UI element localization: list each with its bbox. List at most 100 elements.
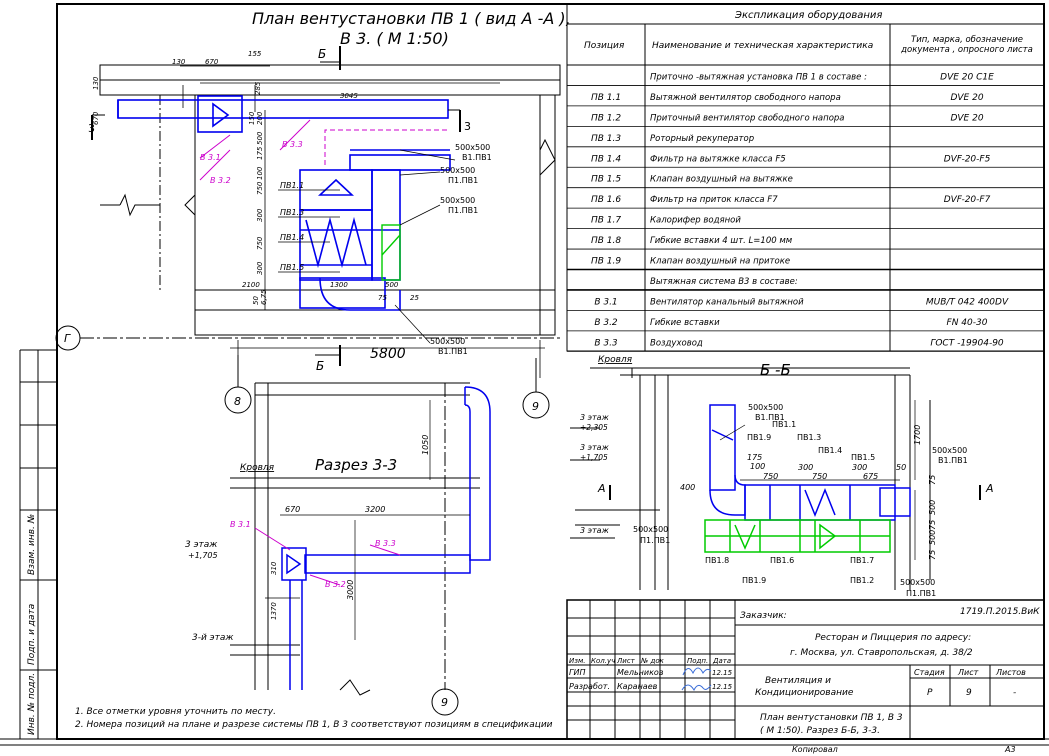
plan-dim-155: 155 [248,50,262,58]
plan-section-3-left: 3 [88,122,95,135]
bb-a2: А [985,482,994,495]
stamp-listov: Листов [995,668,1026,677]
plan-dim-285: 285 [254,81,262,95]
plan-title-1: План вентустановки ПВ 1 ( вид А -А ), [252,9,571,28]
stamp-code: 1719.П.2015.ВиК [960,607,1040,617]
plan-label-v31: В 3.1 [200,153,221,162]
s33-lev: +1,705 [188,551,218,560]
bb-c2b: В1.ПВ1 [938,456,968,465]
plan-dim-130: 130 [172,58,186,66]
stamp-object-2: г. Москва, ул. Ставропольская, д. 38/2 [790,648,973,658]
bb-pv19: ПВ1.9 [747,433,771,442]
signature-1 [682,667,712,676]
stamp-format: А3 [1004,745,1016,754]
bb-c3a: 500x500 [633,525,668,534]
bb-c2a: 500x500 [932,446,967,455]
plan-c3b: П1.ПВ1 [448,206,478,215]
expl-h-pos: Позиция [584,41,625,51]
plan-c3a: 500x500 [440,196,475,205]
sidebar-v1: Инв. № подл. [27,673,37,735]
plan-c2b: П1.ПВ1 [448,176,478,185]
stamp-section-1: Вентиляция и [765,676,831,686]
bb-d100: 100 [750,462,765,471]
expl-cell-pos: В 3.2 [594,318,618,328]
bb-pv19b: ПВ1.9 [742,576,766,585]
bb-d50: 50 [896,463,906,472]
stamp-h-izm: Изм. [569,657,585,665]
plan-section-b-bottom: Б [316,359,324,373]
bb-d75b: 75 [928,520,937,530]
expl-cell-name: Фильтр на вытяжке класса F5 [650,154,786,164]
expl-cell-name: Гибкие вставки [650,318,720,328]
plan-section-b-top: Б [318,47,326,61]
expl-cell-pos: ПВ 1.9 [591,257,621,267]
plan-dim-1300: 1300 [330,281,348,289]
expl-cell-type: DVF-20-F7 [944,195,991,205]
bb-pv18: ПВ1.8 [705,556,729,565]
stamp-sheet-2: ( М 1:50). Разрез Б-Б, 3-3. [760,726,880,736]
stamp-section-2: Кондиционирование [755,688,854,698]
stamp-h-kol: Кол.уч [591,657,615,665]
expl-cell-name: Калорифер водяной [650,216,741,226]
bb-pv15: ПВ1.5 [851,453,875,462]
note-1: 1. Все отметки уровня уточнить по месту. [75,707,276,717]
plan-label-pv11: ПВ1.1 [280,181,304,190]
bb-d75a: 75 [928,475,937,485]
plan-magenta [199,119,450,181]
expl-cell-name: Воздуховод [650,338,703,348]
plan-dim-670: 670 [205,58,219,66]
s33-d1370: 1370 [270,602,278,620]
expl-rows: Приточно -вытяжная установка ПВ 1 в сост… [567,72,1044,352]
expl-cell-name: Приточный вентилятор свободного напора [650,113,845,123]
plan-dim-750b: 750 [256,236,264,250]
s33-krovlya: Кровля [240,463,275,473]
plan-c1a: 500x500 [455,143,490,152]
s33-d670: 670 [285,505,300,514]
plan-duct [117,95,451,311]
stamp-object-1: Ресторан и Пиццерия по адресу: [815,633,971,643]
bb-d500: 500 [928,500,937,515]
bb-c3b: П1.ПВ1 [640,536,670,545]
stamp-stadia-v: Р [927,688,933,698]
plan-dim-300b: 300 [256,261,264,275]
plan-label-v33: В 3.3 [282,140,303,149]
bb-e3c: 3 этаж [580,526,610,535]
plan-section-3-right: 3 [464,120,471,133]
bb-krovlya: Кровля [598,355,633,365]
plan-c1b: В1.ПВ1 [462,153,492,162]
s33-v32: В 3.2 [325,580,346,589]
plan-axis-9: 9 [532,400,539,413]
bb-e3a: 3 этаж [580,413,610,422]
plan-dim-200: 200 [256,111,264,125]
bb-a1: А [597,482,606,495]
stamp-list-v: 9 [966,688,972,698]
plan-green [381,224,401,281]
bb-d400: 400 [680,483,695,492]
expl-cell-pos: ПВ 1.6 [591,195,621,205]
plan-c2a: 500x500 [440,166,475,175]
plan-dim-175: 175 [256,146,264,160]
plan-dim-675: 6,75 [260,289,268,305]
bb-e3b: 3 этаж [580,443,610,452]
bb-d300: 300 [798,463,813,472]
plan-dim-25: 25 [410,294,419,302]
expl-cell-pos: ПВ 1.8 [591,236,621,246]
bb-c1a: 500x500 [748,403,783,412]
expl-cell-name: Клапан воздушный на притоке [650,257,790,267]
expl-title: Экспликация оборудования [734,9,882,21]
plan-dim-3045: 3045 [340,92,358,100]
plan-dim-5800: 5800 [370,346,406,362]
s33-v31: В 3.1 [230,520,251,529]
s33-d3200: 3200 [365,505,385,514]
expl-cell-pos: В 3.1 [594,297,617,307]
plan-label-pv15: ПВ1.5 [280,263,304,272]
stamp-h-list: Лист [616,657,636,665]
bb-pv17: ПВ1.7 [850,556,874,565]
section-b-b: Б -Б Кровля 3 этаж +2,305 3 этаж +1,705 … [570,355,994,598]
expl-cell-name: Гибкие вставки 4 шт. L=100 мм [650,236,793,246]
expl-cell-name: Вентилятор канальный вытяжной [650,297,804,307]
expl-cell-type: FN 40-30 [947,318,988,328]
plan-label-pv14: ПВ1.4 [280,233,304,242]
stamp-stadia: Стадия [914,668,945,677]
section-3-3: Разрез 3-3 Кровля 3 этаж +1,705 3-й этаж… [185,382,491,716]
